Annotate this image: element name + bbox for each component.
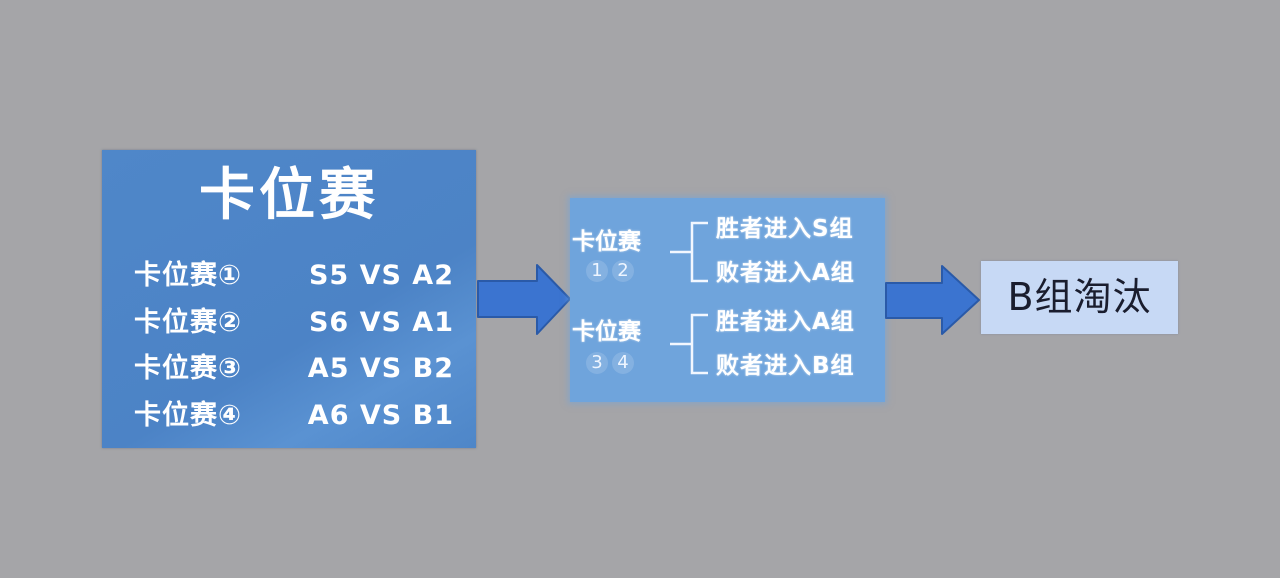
bracket-connector (670, 313, 708, 375)
eliminated-box: B组淘汰 (981, 261, 1178, 334)
outcome-text: 胜者进入A组 (716, 309, 855, 335)
match-number: 1 (586, 260, 608, 282)
match-number: 3 (586, 352, 608, 374)
right-arrow-icon (477, 264, 571, 335)
match-name: 卡位赛④ (134, 400, 242, 431)
match-matchup: S5 VS A2 (308, 260, 454, 291)
match-matchup: A6 VS B1 (307, 400, 454, 431)
outcome-text: 败者进入B组 (716, 353, 855, 379)
match-row: 卡位赛④ A6 VS B1 (134, 396, 454, 436)
match-name: 卡位赛③ (134, 353, 242, 384)
match-matchup: A5 VS B2 (307, 353, 454, 384)
playoff-matches-panel: 卡位赛 卡位赛① S5 VS A2 卡位赛② S6 VS A1 卡位赛③ A5 … (102, 150, 476, 448)
bracket-connector (670, 221, 708, 283)
match-row: 卡位赛② S6 VS A1 (134, 303, 454, 343)
group-label: 卡位赛 (572, 319, 641, 345)
match-row: 卡位赛① S5 VS A2 (134, 256, 454, 296)
panel-title: 卡位赛 (199, 163, 379, 228)
right-arrow-icon (885, 265, 980, 335)
match-row: 卡位赛③ A5 VS B2 (134, 349, 454, 389)
match-name: 卡位赛① (134, 260, 242, 291)
group-label: 卡位赛 (572, 229, 641, 255)
match-number: 4 (612, 352, 634, 374)
match-number: 2 (612, 260, 634, 282)
match-name: 卡位赛② (134, 307, 242, 338)
outcome-text: 胜者进入S组 (716, 216, 854, 242)
outcome-text: 败者进入A组 (716, 260, 855, 286)
match-matchup: S6 VS A1 (308, 307, 454, 338)
